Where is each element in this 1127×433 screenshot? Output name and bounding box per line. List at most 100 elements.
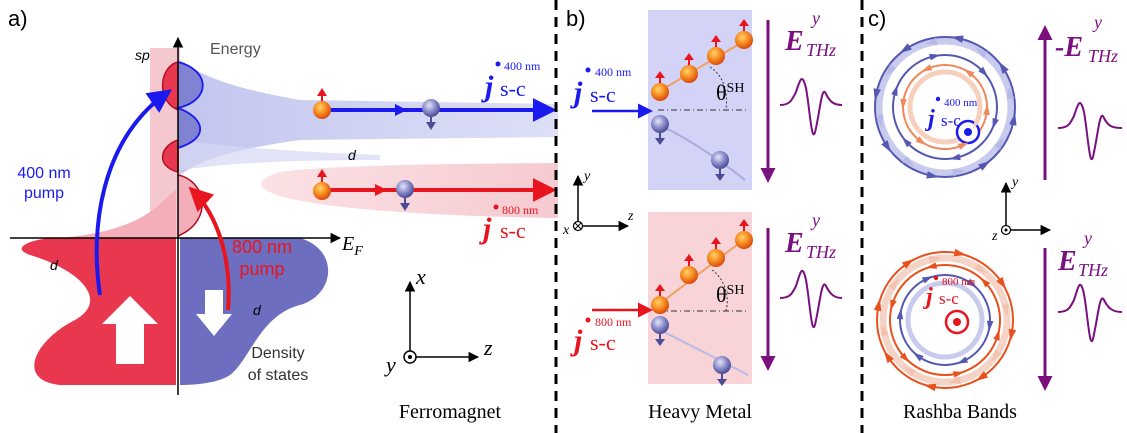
svg-text:j: j [479,212,492,245]
svg-text:j: j [570,324,583,357]
axis-y-label-c: y [1010,175,1019,190]
spin-ball-orange [680,53,698,83]
thz-waveform-bottom [779,269,843,329]
spin-texture-arrowhead [949,153,961,161]
svg-text:THz: THz [806,40,836,60]
svg-text:j: j [570,76,583,109]
spin-texture-arrowhead [915,136,927,146]
sp-label: sp [135,47,150,63]
j400-label-a: j 400 nm s-c [481,59,541,103]
spin-texture-arrowhead [901,258,915,269]
axis-y-label-b: y [582,169,591,184]
svg-text:E: E [784,228,804,259]
spin-texture-arrowhead [938,280,948,286]
spin-texture-arrowhead [926,171,939,179]
svg-text:800 nm: 800 nm [502,203,539,217]
spin-texture-arrowhead [902,156,915,166]
theta-sh-bottom: θSH [716,282,744,307]
svg-text:800 nm: 800 nm [942,276,976,288]
coord-axes-a [403,280,480,364]
ring-bottom-blue [899,274,991,366]
spin-ball-orange [651,71,669,101]
spin-texture-arrowhead [972,119,980,130]
pump-400-arrow [94,89,172,296]
spin-ball-orange [313,88,331,119]
panel-label-b: b) [566,6,586,31]
spin-texture-arrowhead [975,371,989,382]
spin-texture-arrowhead [974,263,987,274]
spin-texture-arrowhead [875,114,884,128]
ring-bottom-mid [889,264,1001,376]
j800-label-b: j 800 nm s-c [570,315,632,357]
svg-text:j: j [481,70,494,103]
spin-ball-orange [313,169,331,200]
spin-texture-arrowhead [952,168,966,177]
svg-text:400 nm: 400 nm [944,97,978,109]
panel-label-c: c) [868,6,886,31]
band-d-light [180,140,380,170]
spin-texture-arrowhead [873,88,881,101]
spin-texture-arrowhead [994,137,1004,150]
spin-texture-arrowhead [896,308,904,320]
spin-texture-arrowhead [966,278,977,288]
spin-texture-arrowhead [928,256,942,264]
spin-up-big-arrow [102,296,158,364]
spin-texture-arrowhead [923,383,937,392]
spin-texture-arrowhead [998,61,1009,74]
d-label-right: d [253,302,262,318]
band-400-light [180,60,558,175]
svg-text:-E: -E [1055,32,1083,63]
spin-texture-arrowhead [941,69,951,75]
spin-texture-arrowhead [891,84,898,97]
spin-texture-arrowhead [953,248,967,257]
svg-text:j: j [924,106,935,132]
svg-text:s-c: s-c [500,76,526,101]
spin-texture-arrowhead [925,262,938,269]
spin-texture-arrowhead [973,295,981,305]
spin-ball-orange [735,219,753,249]
ring-top-outer [874,36,1016,178]
spin-texture-arrowhead [910,84,918,95]
spin-texture-arrowhead [909,298,917,308]
spin-texture-arrowhead [996,276,1007,290]
theta-sh-top: θSH [716,80,744,105]
svg-text:400 nm: 400 nm [504,59,541,73]
e-thz-label-b-top: E y THz [784,8,836,60]
spin-texture-arrowhead [992,117,999,130]
e-thz-label-c-top: -E y THz [1055,12,1118,66]
panel-b-heavy-metal [572,10,843,384]
spin-texture-arrowhead [975,48,988,58]
spin-texture-arrowhead [921,64,933,72]
svg-text:s-c: s-c [500,218,526,243]
panel-label-a: a) [8,6,28,31]
spin-texture-arrowhead [957,356,969,364]
spin-texture-arrowhead [924,37,938,46]
spin-texture-arrowhead [1006,86,1015,100]
spin-ball-orange [651,284,669,314]
thz-waveform-c-bottom [1057,283,1123,343]
caption-heavy-metal: Heavy Metal [648,401,752,423]
spin-texture-arrowhead [952,371,965,378]
svg-text:400 nm: 400 nm [595,65,632,79]
svg-text:y: y [1082,228,1092,248]
spin-texture-arrowhead [948,376,962,384]
svg-text:THz: THz [806,242,836,262]
spin-texture-arrowhead [978,66,988,77]
spin-texture-arrowhead [978,160,991,171]
hm-400-background [648,10,752,190]
svg-text:j: j [922,284,933,310]
dos-majority [21,238,176,385]
ring-top-mid [892,54,998,160]
spin-ball-blue [422,99,440,130]
current-out-symbol-bottom [944,309,970,335]
j400-label-b: j 400 nm s-c [570,65,632,109]
spin-texture-arrowhead [939,139,949,145]
dos-majority-upper [60,190,176,238]
spin-texture-arrowhead [899,352,910,363]
coord-axes-b [572,174,630,232]
thz-waveform-c-top [1057,102,1123,161]
theta-arc-top [709,66,727,111]
dos-minority [180,238,329,385]
spin-texture-arrowhead [973,332,981,342]
